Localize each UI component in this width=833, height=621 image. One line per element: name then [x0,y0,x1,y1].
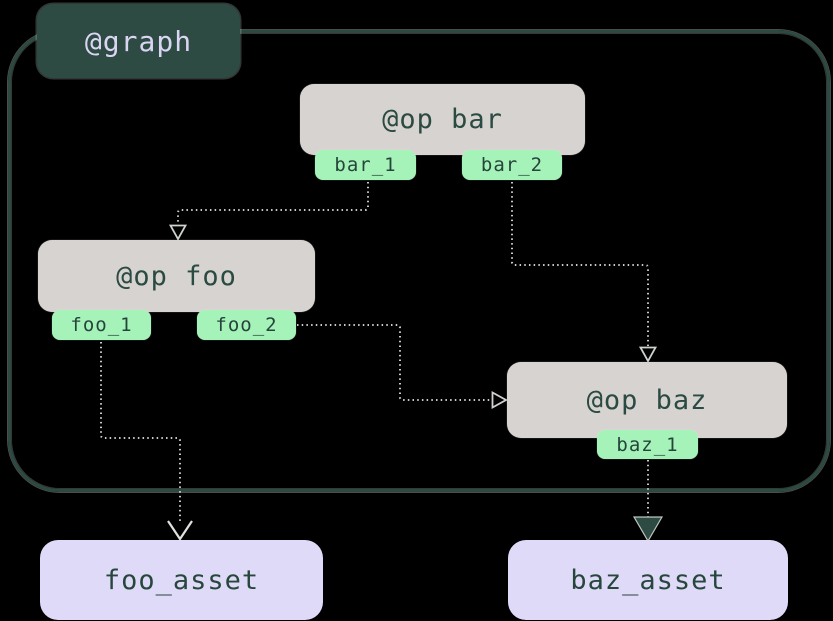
output-port-bar-2-label: bar_2 [480,154,544,176]
arrowhead-into-foo-asset [167,520,193,541]
op-node-bar[interactable]: @op bar [300,84,585,155]
graph-boundary [8,30,830,492]
asset-node-foo-asset[interactable]: foo_asset [40,540,323,620]
output-port-baz-1[interactable]: baz_1 [597,430,698,459]
output-port-foo-2[interactable]: foo_2 [197,310,296,340]
op-foo-label: @op foo [116,260,237,292]
output-port-baz-1-label: baz_1 [616,433,679,456]
asset-baz-label: baz_asset [570,564,726,596]
output-port-bar-2[interactable]: bar_2 [462,150,562,180]
output-port-bar-1[interactable]: bar_1 [315,150,416,180]
output-port-foo-2-label: foo_2 [215,314,278,336]
op-bar-label: @op bar [382,104,503,135]
graph-badge[interactable]: @graph [37,4,240,78]
output-port-foo-1[interactable]: foo_1 [52,310,151,340]
asset-foo-label: foo_asset [103,564,260,596]
output-port-bar-1-label: bar_1 [334,154,397,176]
asset-node-baz-asset[interactable]: baz_asset [508,540,788,620]
arrowhead-into-baz-asset [632,516,664,543]
op-baz-label: @op baz [586,384,708,416]
op-node-baz[interactable]: @op baz [507,362,787,438]
op-node-foo[interactable]: @op foo [38,240,315,312]
output-port-foo-1-label: foo_1 [70,314,133,336]
graph-badge-label: @graph [84,24,193,58]
